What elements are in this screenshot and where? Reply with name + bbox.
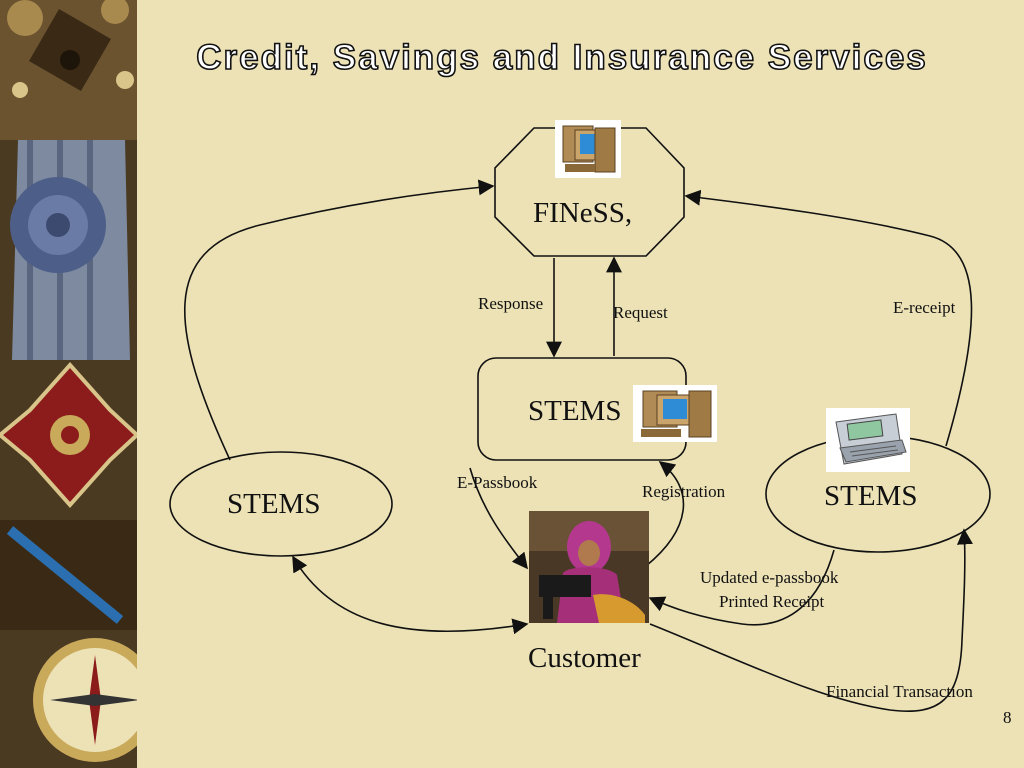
stems-right-label: STEMS (824, 480, 918, 512)
page-number: 8 (1003, 708, 1012, 727)
updated-passbook-arrow (648, 549, 835, 626)
customer-stems-left-arrow (292, 555, 529, 635)
stems-center-label: STEMS (528, 395, 622, 427)
finess-label: FINeSS, (533, 197, 633, 229)
decorative-sidebar-image (0, 0, 137, 768)
desktop-computer-icon (633, 385, 717, 442)
response-label: Response (478, 294, 544, 313)
stems-left-label: STEMS (227, 488, 321, 520)
e-receipt-label: E-receipt (893, 298, 956, 317)
stems-left-ellipse (169, 451, 393, 557)
printed-receipt-label: Printed Receipt (719, 592, 825, 611)
updated-passbook-label: Updated e-passbook (700, 568, 839, 587)
slide-title: Credit, Savings and Insurance Services (195, 37, 928, 78)
finess-octagon (494, 127, 685, 257)
financial-transaction-arrow (649, 528, 973, 712)
registration-arrow (645, 461, 685, 567)
request-label: Request (613, 303, 668, 322)
desktop-computer-icon (555, 120, 621, 178)
left-to-finess-arrow (183, 179, 495, 461)
handheld-terminal-icon (826, 408, 910, 472)
customer-photo (529, 511, 649, 623)
customer-label: Customer (528, 642, 641, 674)
financial-transaction-label: Financial Transaction (826, 682, 973, 701)
e-receipt-arrow (684, 189, 973, 447)
registration-label: Registration (642, 482, 726, 501)
e-passbook-label: E-Passbook (457, 473, 538, 492)
